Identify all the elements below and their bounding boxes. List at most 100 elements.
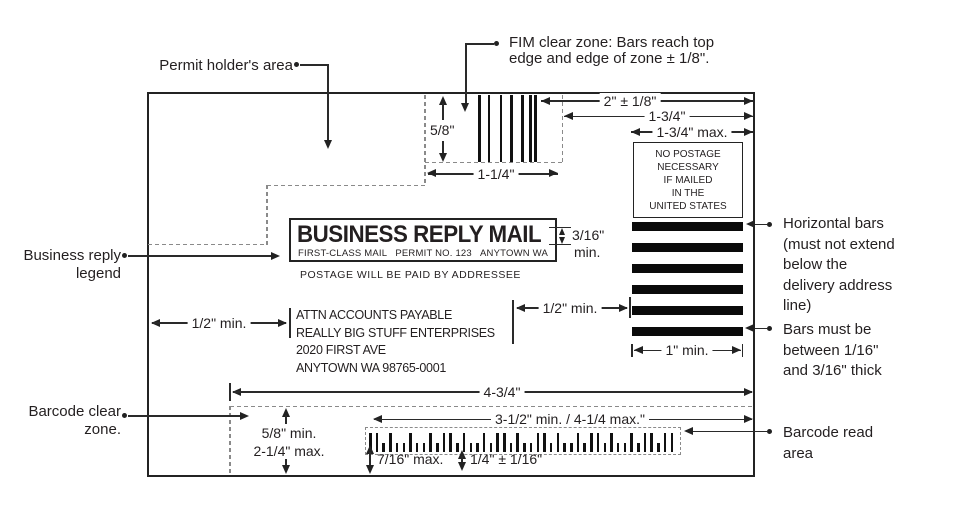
no-postage-box: NO POSTAGE NECESSARY IF MAILED IN THE UN… bbox=[633, 142, 743, 218]
callout-line bbox=[466, 43, 494, 45]
dim-barcode-offset: 7/16" max. bbox=[377, 451, 444, 467]
arrow-left-icon bbox=[634, 346, 643, 354]
barcode-clear-zone-dashed-top bbox=[230, 405, 754, 408]
arrow-left-icon bbox=[427, 169, 436, 177]
callout-line bbox=[465, 43, 467, 103]
delivery-address: ATTN ACCOUNTS PAYABLE REALLY BIG STUFF E… bbox=[296, 307, 495, 377]
dim-line bbox=[442, 103, 444, 120]
postnet-bar bbox=[489, 443, 493, 452]
callout-dot bbox=[767, 429, 772, 434]
facing-bar bbox=[632, 264, 743, 273]
callout-line bbox=[750, 223, 768, 225]
postnet-bar bbox=[616, 443, 620, 452]
dim-clear-max: 2-1/4" max. bbox=[253, 443, 325, 459]
dim-tick bbox=[631, 344, 633, 357]
horizontal-bars-note: Horizontal bars (must not extend below t… bbox=[783, 215, 895, 314]
postnet-bar bbox=[449, 433, 452, 452]
arrow-down-icon bbox=[458, 462, 466, 471]
postnet-bar bbox=[509, 443, 513, 452]
postnet-bar bbox=[382, 443, 385, 452]
postnet-bar bbox=[563, 443, 566, 452]
dim-line bbox=[285, 415, 287, 424]
postnet-bar bbox=[482, 433, 486, 452]
arrow-up-icon bbox=[366, 445, 374, 454]
dim-line bbox=[369, 452, 371, 466]
arrow-right-icon bbox=[240, 412, 249, 420]
dim-tick bbox=[512, 300, 514, 344]
address-line: 2020 FIRST AVE bbox=[296, 343, 386, 358]
postnet-bar bbox=[570, 443, 573, 452]
arrow-right-icon bbox=[744, 415, 753, 423]
postnet-bar bbox=[496, 433, 499, 452]
postage-paid-line: POSTAGE WILL BE PAID BY ADDRESSEE bbox=[300, 269, 521, 281]
fim-bar bbox=[487, 95, 490, 162]
dim-legend-height: 3/16" bbox=[572, 227, 605, 243]
permit-area-dashed bbox=[148, 243, 267, 246]
postnet-bar bbox=[663, 433, 667, 452]
dim-top-width: 2" ± 1/8" bbox=[599, 93, 661, 109]
postnet-bar bbox=[369, 433, 372, 452]
facing-bar bbox=[632, 222, 743, 231]
postnet-bar bbox=[375, 433, 379, 452]
postnet-bar bbox=[549, 443, 553, 452]
arrow-up-icon bbox=[559, 228, 565, 235]
postnet-bar bbox=[610, 433, 613, 452]
dim-bars-width: 1" min. bbox=[661, 342, 713, 358]
postnet-bar bbox=[576, 433, 580, 452]
arrow-right-icon bbox=[744, 96, 753, 105]
arrow-down-icon bbox=[439, 153, 447, 162]
postnet-bar bbox=[415, 443, 419, 452]
fim-bar bbox=[534, 95, 537, 162]
dim-tick bbox=[549, 226, 571, 228]
arrow-right-icon bbox=[744, 127, 753, 136]
barcode-read-area-box bbox=[365, 427, 681, 455]
fim-note: FIM clear zone: Bars reach top edge and … bbox=[509, 34, 715, 67]
postnet-bar bbox=[637, 443, 640, 452]
permit-area-label: Permit holder's area bbox=[159, 57, 293, 74]
arrow-right-icon bbox=[549, 169, 558, 177]
arrow-left-icon bbox=[684, 427, 693, 435]
brm-subline: FIRST-CLASS MAIL PERMIT NO. 123 ANYTOWN … bbox=[298, 248, 548, 259]
postnet-bar bbox=[422, 443, 426, 452]
dim-fim-width: 1-1/4" bbox=[473, 166, 519, 182]
arrow-right-icon bbox=[278, 318, 287, 327]
callout-dot bbox=[494, 41, 499, 46]
postnet-bar bbox=[529, 443, 533, 452]
postnet-bar bbox=[469, 443, 473, 452]
arrow-left-icon bbox=[541, 96, 550, 105]
dim-barcode-span: 3-1/2" min. / 4-1/4 max." bbox=[491, 411, 649, 427]
arrow-up-icon bbox=[458, 450, 466, 459]
dim-clear-min: 5/8" min. bbox=[261, 425, 317, 441]
arrow-left-icon bbox=[564, 112, 573, 120]
address-line: ANYTOWN WA 98765-0001 bbox=[296, 360, 447, 375]
dim-address-span: 4-3/4" bbox=[479, 383, 525, 400]
facing-bar bbox=[632, 243, 743, 252]
permit-area-dashed bbox=[266, 185, 268, 245]
postnet-bar bbox=[603, 443, 607, 452]
barcode-read-label: Barcode read area bbox=[783, 424, 874, 462]
barcode-clear-zone-dashed-left bbox=[229, 406, 231, 476]
arrow-down-icon bbox=[461, 103, 469, 112]
dim-line bbox=[285, 459, 287, 467]
fim-bar bbox=[499, 95, 502, 162]
brm-permit: PERMIT NO. 123 bbox=[395, 248, 472, 259]
postnet-bar bbox=[543, 433, 546, 452]
callout-line bbox=[688, 430, 768, 432]
callout-line bbox=[300, 64, 328, 66]
postnet-bar bbox=[516, 433, 519, 452]
arrow-down-icon bbox=[559, 237, 565, 244]
arrow-right-icon bbox=[619, 303, 628, 312]
dim-line bbox=[442, 141, 444, 155]
postnet-bar bbox=[596, 433, 600, 452]
fim-zone-dashed-right bbox=[561, 95, 564, 162]
fim-bar bbox=[510, 95, 513, 162]
arrow-down-icon bbox=[282, 465, 290, 474]
arrow-right-icon bbox=[271, 252, 280, 260]
postnet-bar bbox=[389, 433, 392, 452]
dim-fim-height: 5/8" bbox=[430, 122, 455, 138]
dim-tick bbox=[289, 308, 291, 338]
arrow-down-icon bbox=[366, 465, 374, 474]
facing-bar bbox=[632, 306, 743, 315]
barcode-clear-label: Barcode clear zone. bbox=[28, 403, 121, 438]
